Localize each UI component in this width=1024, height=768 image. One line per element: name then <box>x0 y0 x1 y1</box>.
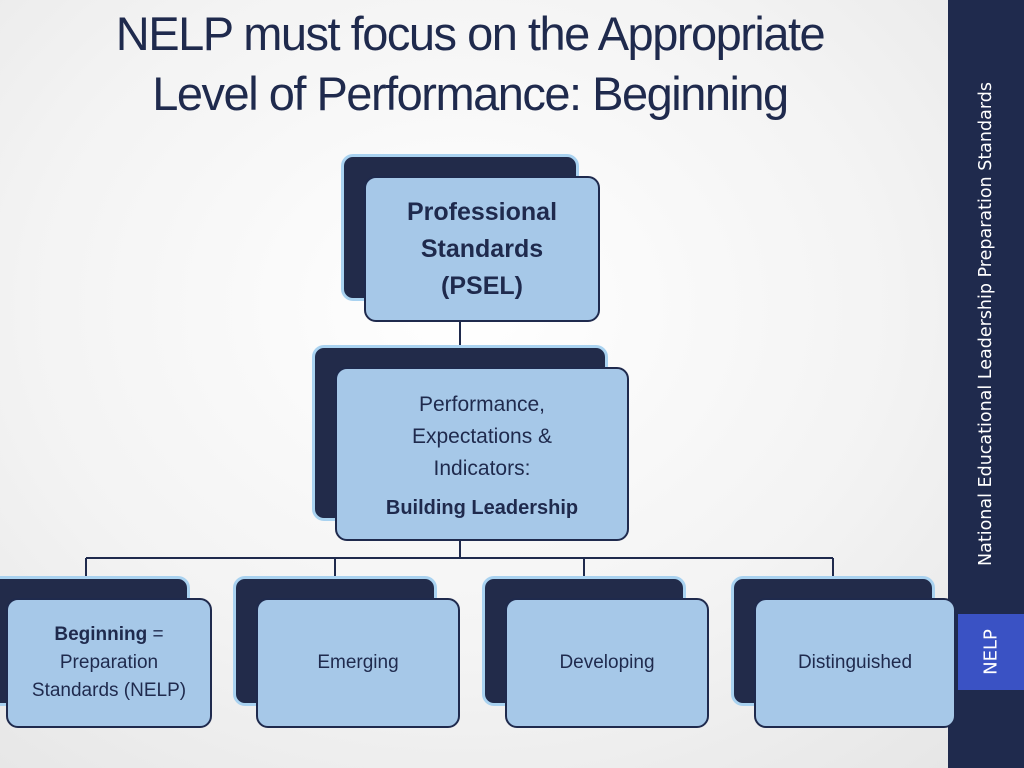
beginning-bold: Beginning <box>54 624 148 645</box>
psel-label: Professional Standards (PSEL) <box>406 197 558 300</box>
distinguished-label: Distinguished <box>797 652 913 673</box>
psel-box: Professional Standards (PSEL) <box>364 176 600 322</box>
nelp-tab: NELP <box>958 614 1024 690</box>
slide-title-line-1: NELP must focus on the Appropriate <box>115 7 826 60</box>
beginning-label: Beginning = Preparation Standards (NELP) <box>14 621 204 705</box>
developing-box: Developing <box>505 598 709 728</box>
emerging-box: Emerging <box>256 598 460 728</box>
slide-title-line-2: Level of Performance: Beginning <box>152 67 789 120</box>
performance-box: Performance, Expectations & Indicators: … <box>335 367 629 541</box>
emerging-label: Emerging <box>317 652 399 673</box>
developing-label: Developing <box>559 652 655 673</box>
sidebar-title: National Educational Leadership Preparat… <box>976 82 996 566</box>
distinguished-box: Distinguished <box>754 598 956 728</box>
performance-label: Performance, Expectations & Indicators: <box>411 392 553 480</box>
slide-title: NELP must focus on the Appropriate Level… <box>0 4 940 124</box>
beginning-rest: = Preparation Standards (NELP) <box>31 624 187 701</box>
beginning-box: Beginning = Preparation Standards (NELP) <box>6 598 212 728</box>
building-leadership-label: Building Leadership <box>385 496 579 519</box>
nelp-tab-label: NELP <box>980 629 1002 675</box>
